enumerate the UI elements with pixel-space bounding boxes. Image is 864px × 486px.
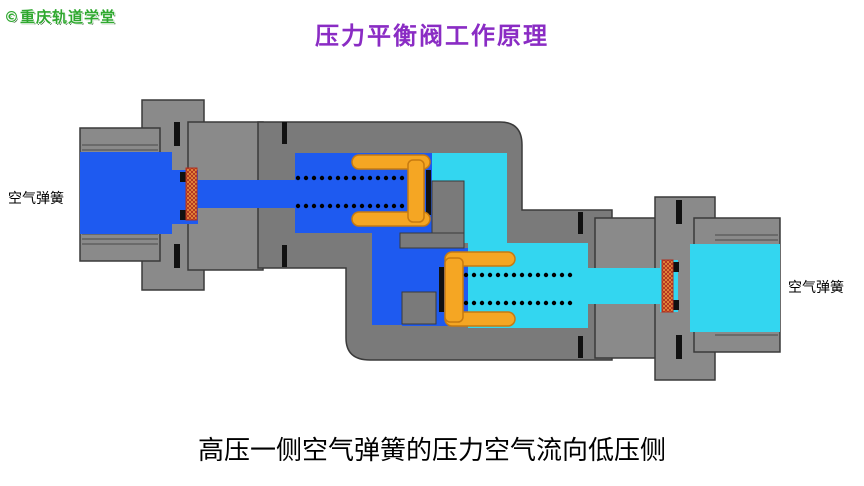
spring-coil-dot [327, 175, 333, 181]
internal-partitions [399, 180, 465, 325]
spring-coil-dot [359, 203, 365, 209]
spring-coil-dot [351, 203, 357, 209]
spring-coil-dot [335, 203, 341, 209]
upper-spring [295, 175, 405, 209]
spring-coil-dot [383, 203, 389, 209]
lower-valve-spool [444, 251, 516, 327]
left-port-label: 空气弹簧 [8, 191, 64, 207]
spring-coil-dot [359, 175, 365, 181]
diagram-title: 压力平衡阀工作原理 [315, 21, 549, 50]
spring-coil-dot [487, 300, 493, 306]
spring-coil-dot [511, 272, 517, 278]
spring-coil-dot [503, 300, 509, 306]
spring-coil-dot [367, 203, 373, 209]
spring-coil-dot [375, 203, 381, 209]
spring-coil-dot [311, 175, 317, 181]
spring-coil-dot [295, 203, 301, 209]
spring-coil-dot [527, 272, 533, 278]
spring-coil-dot [543, 300, 549, 306]
diagram-caption: 高压一侧空气弹簧的压力空气流向低压侧 [197, 436, 666, 466]
watermark-logo: ©重庆轨道学堂 [4, 8, 117, 26]
spring-coil-dot [567, 272, 573, 278]
spring-coil-dot [391, 203, 397, 209]
spring-coil-dot [479, 300, 485, 306]
spring-coil-dot [495, 272, 501, 278]
spring-coil-dot [487, 272, 493, 278]
spring-coil-dot [559, 272, 565, 278]
spring-coil-dot [343, 203, 349, 209]
spring-coil-dot [303, 203, 309, 209]
spring-coil-dot [535, 300, 541, 306]
spring-coil-dot [311, 203, 317, 209]
spring-coil-dot [551, 300, 557, 306]
spring-coil-dot [519, 300, 525, 306]
spring-coil-dot [463, 272, 469, 278]
right-port-label: 空气弹簧 [788, 280, 844, 296]
spring-coil-dot [303, 175, 309, 181]
spring-coil-dot [495, 300, 501, 306]
spring-coil-dot [351, 175, 357, 181]
spring-coil-dot [535, 272, 541, 278]
spring-coil-dot [551, 272, 557, 278]
spring-coil-dot [383, 175, 389, 181]
spring-coil-dot [559, 300, 565, 306]
spring-coil-dot [343, 175, 349, 181]
spring-coil-dot [367, 175, 373, 181]
right-filter-screen [661, 259, 674, 313]
spring-coil-dot [391, 175, 397, 181]
spring-coil-dot [327, 203, 333, 209]
spring-coil-dot [319, 175, 325, 181]
spring-coil-dot [519, 272, 525, 278]
spring-coil-dot [567, 300, 573, 306]
spring-coil-dot [479, 272, 485, 278]
lower-spring [463, 272, 573, 306]
spring-coil-dot [399, 203, 405, 209]
spring-coil-dot [335, 175, 341, 181]
spring-coil-dot [375, 175, 381, 181]
spring-coil-dot [471, 272, 477, 278]
spring-coil-dot [543, 272, 549, 278]
spring-coil-dot [527, 300, 533, 306]
left-filter-screen [185, 167, 198, 221]
spring-coil-dot [463, 300, 469, 306]
low-pressure-region [432, 153, 780, 332]
spring-coil-dot [503, 272, 509, 278]
spring-coil-dot [471, 300, 477, 306]
spring-coil-dot [511, 300, 517, 306]
seal-bars [174, 122, 682, 359]
spring-coil-dot [319, 203, 325, 209]
spring-coil-dot [399, 175, 405, 181]
upper-valve-spool [351, 154, 431, 227]
spring-coil-dot [295, 175, 301, 181]
